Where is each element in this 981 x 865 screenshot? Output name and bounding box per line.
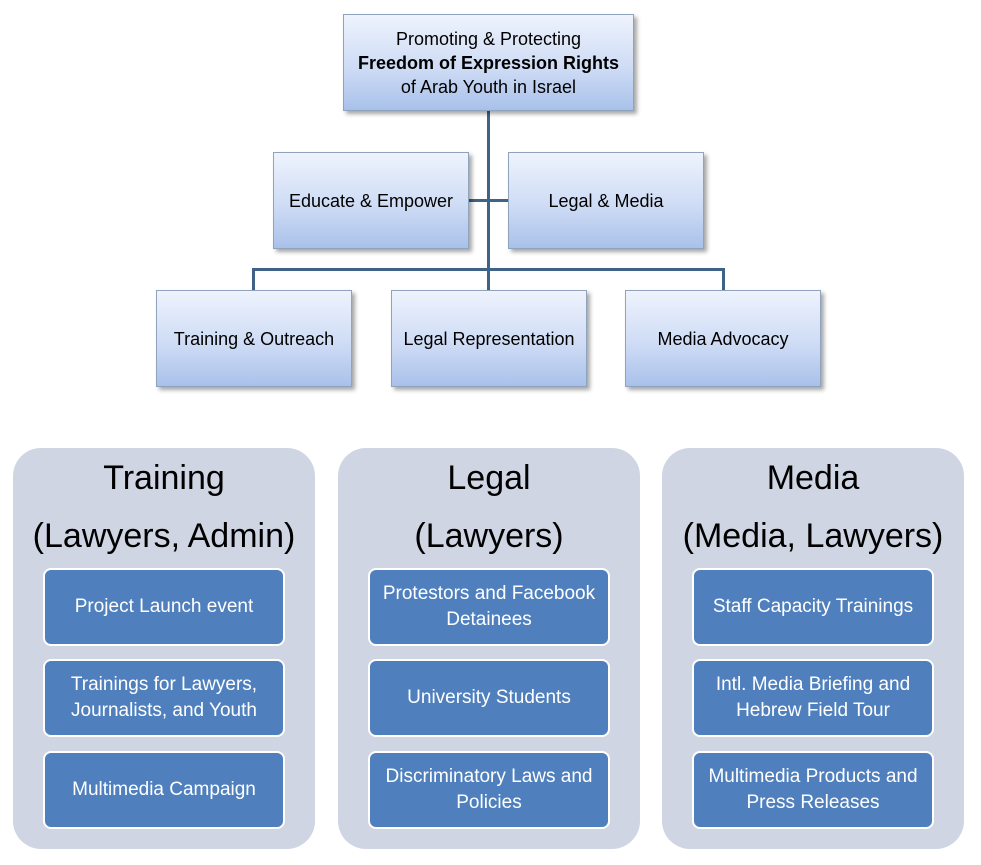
- top-line-3: of Arab Youth in Israel: [400, 76, 577, 97]
- org-node-top: Promoting & Protecting Freedom of Expres…: [343, 14, 634, 111]
- org-node-educate-empower: Educate & Empower: [273, 152, 469, 249]
- card-university-students: University Students: [368, 659, 610, 737]
- org-node-training-outreach: Training & Outreach: [156, 290, 352, 387]
- org-node-legal-representation: Legal Representation: [391, 290, 587, 387]
- connector-drop-right: [722, 268, 725, 291]
- card-protestors: Protestors and Facebook Detainees: [368, 568, 610, 646]
- connector-drop-middle: [487, 268, 490, 291]
- connector-right-stub: [489, 199, 509, 202]
- connector-left-stub: [468, 199, 488, 202]
- org-node-label: Media Advocacy: [657, 328, 789, 349]
- column-subtitle: (Lawyers): [414, 517, 564, 555]
- card-discriminatory-laws: Discriminatory Laws and Policies: [368, 751, 610, 829]
- connector-trunk: [487, 110, 490, 271]
- card-staff-capacity: Staff Capacity Trainings: [692, 568, 934, 646]
- column-title: Legal: [447, 459, 531, 497]
- org-node-label: Training & Outreach: [173, 328, 335, 349]
- org-node-label: Educate & Empower: [288, 190, 454, 211]
- column-training: Training (Lawyers, Admin) Project Launch…: [13, 448, 315, 849]
- column-media: Media (Media, Lawyers) Staff Capacity Tr…: [662, 448, 964, 849]
- column-legal: Legal (Lawyers) Protestors and Facebook …: [338, 448, 640, 849]
- org-node-label: Legal Representation: [403, 328, 575, 349]
- org-node-label: Legal & Media: [548, 190, 664, 211]
- card-media-briefing: Intl. Media Briefing and Hebrew Field To…: [692, 659, 934, 737]
- column-subtitle: (Lawyers, Admin): [32, 517, 296, 555]
- top-line-1: Promoting & Protecting: [395, 28, 582, 49]
- card-project-launch: Project Launch event: [43, 568, 285, 646]
- connector-drop-left: [252, 268, 255, 291]
- column-title: Training: [103, 459, 225, 497]
- card-multimedia-campaign: Multimedia Campaign: [43, 751, 285, 829]
- top-line-2: Freedom of Expression Rights: [357, 52, 620, 73]
- column-subtitle: (Media, Lawyers): [682, 517, 944, 555]
- card-trainings: Trainings for Lawyers, Journalists, and …: [43, 659, 285, 737]
- column-title: Media: [766, 459, 860, 497]
- org-node-media-advocacy: Media Advocacy: [625, 290, 821, 387]
- card-multimedia-products: Multimedia Products and Press Releases: [692, 751, 934, 829]
- org-node-legal-media: Legal & Media: [508, 152, 704, 249]
